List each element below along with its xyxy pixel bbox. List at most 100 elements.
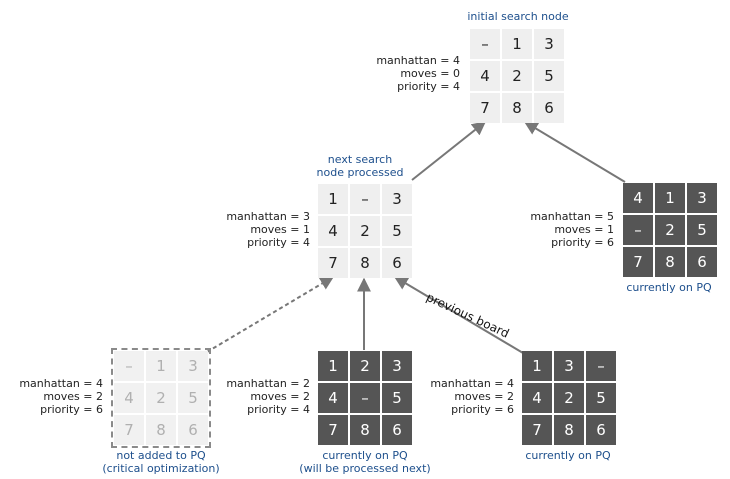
tile: 3 [554,351,584,381]
moves-label: moves = 1 [250,223,310,236]
tile: 7 [623,247,653,277]
tile: 2 [554,383,584,413]
tile: 2 [350,351,380,381]
tile: 2 [146,383,176,413]
caption-line: node processed [316,166,404,179]
manhattan-label: manhattan = 2 [226,377,310,390]
right-top-node-caption: currently on PQ [579,281,730,294]
initial-board: – 1 3 4 2 5 7 8 6 [470,29,564,123]
tile: 3 [687,183,717,213]
tile: 8 [146,415,176,445]
bottom-mid-node-stats: manhattan = 2 moves = 2 priority = 4 [190,377,310,416]
tile: 5 [534,61,564,91]
tile: 4 [114,383,144,413]
right-top-node-stats: manhattan = 5 moves = 1 priority = 6 [494,210,614,249]
tile: 5 [687,215,717,245]
bottom-right-board: 1 3 – 4 2 5 7 8 6 [522,351,616,445]
initial-node-caption: initial search node [428,10,608,23]
caption-line: not added to PQ [116,449,206,462]
moves-label: moves = 0 [400,67,460,80]
initial-node-stats: manhattan = 4 moves = 0 priority = 4 [340,54,460,93]
caption-line: next search [327,153,393,166]
tile: 1 [502,29,532,59]
bottom-right-node-caption: currently on PQ [478,449,658,462]
tile: 4 [470,61,500,91]
tile: – [470,29,500,59]
arrow-next-to-initial [411,121,487,181]
tile: 3 [382,351,412,381]
tile: 7 [470,93,500,123]
tile: 7 [114,415,144,445]
moves-label: moves = 2 [454,390,514,403]
tile: 4 [318,216,348,246]
tile: 1 [655,183,685,213]
manhattan-label: manhattan = 3 [226,210,310,223]
arrow-righttop-to-initial [523,121,626,183]
tile: 1 [146,351,176,381]
tile: 4 [522,383,552,413]
tile: – [114,351,144,381]
moves-label: moves = 2 [43,390,103,403]
tile: 7 [318,248,348,278]
tile: – [350,184,380,214]
tile: 5 [382,383,412,413]
next-board: 1 – 3 4 2 5 7 8 6 [318,184,412,278]
tile: 8 [502,93,532,123]
bottom-left-board: – 1 3 4 2 5 7 8 6 [111,348,211,448]
tile: 2 [350,216,380,246]
moves-label: moves = 2 [250,390,310,403]
bottom-mid-node-caption: currently on PQ (will be processed next) [275,449,455,475]
priority-label: priority = 4 [247,236,310,249]
manhattan-label: manhattan = 4 [19,377,103,390]
caption-line: (critical optimization) [102,462,220,475]
manhattan-label: manhattan = 4 [376,54,460,67]
manhattan-label: manhattan = 4 [430,377,514,390]
caption-line: (will be processed next) [299,462,431,475]
tile: 1 [318,184,348,214]
right-top-board: 4 1 3 – 2 5 7 8 6 [623,183,717,277]
tile: 3 [534,29,564,59]
priority-label: priority = 4 [247,403,310,416]
tile: 1 [318,351,348,381]
arrow-bottomleft-to-next [206,276,335,353]
tile: – [350,383,380,413]
bottom-right-node-stats: manhattan = 4 moves = 2 priority = 6 [394,377,514,416]
tile: 8 [350,248,380,278]
tile: 6 [382,415,412,445]
tile: 7 [318,415,348,445]
bottom-left-node-caption: not added to PQ (critical optimization) [71,449,251,475]
tile: 8 [655,247,685,277]
tile: 2 [655,215,685,245]
priority-label: priority = 6 [551,236,614,249]
tile: – [623,215,653,245]
tile: 6 [178,415,208,445]
tile: 5 [586,383,616,413]
tile: 2 [502,61,532,91]
tile: 6 [382,248,412,278]
caption-line: currently on PQ [322,449,408,462]
tile: 3 [382,184,412,214]
moves-label: moves = 1 [554,223,614,236]
tile: 6 [586,415,616,445]
next-node-caption: next search node processed [270,153,450,179]
priority-label: priority = 6 [40,403,103,416]
caption-line: initial search node [467,10,569,23]
tile: 5 [178,383,208,413]
tile: 4 [623,183,653,213]
tile: 6 [687,247,717,277]
next-node-stats: manhattan = 3 moves = 1 priority = 4 [190,210,310,249]
tile: 3 [178,351,208,381]
tile: 4 [318,383,348,413]
priority-label: priority = 6 [451,403,514,416]
bottom-mid-board: 1 2 3 4 – 5 7 8 6 [318,351,412,445]
tile: 6 [534,93,564,123]
tile: 1 [522,351,552,381]
tile: – [586,351,616,381]
arrow-bottomright-to-next [393,276,524,354]
tile: 7 [522,415,552,445]
tile: 8 [554,415,584,445]
caption-line: currently on PQ [525,449,611,462]
tile: 8 [350,415,380,445]
bottom-left-node-stats: manhattan = 4 moves = 2 priority = 6 [0,377,103,416]
